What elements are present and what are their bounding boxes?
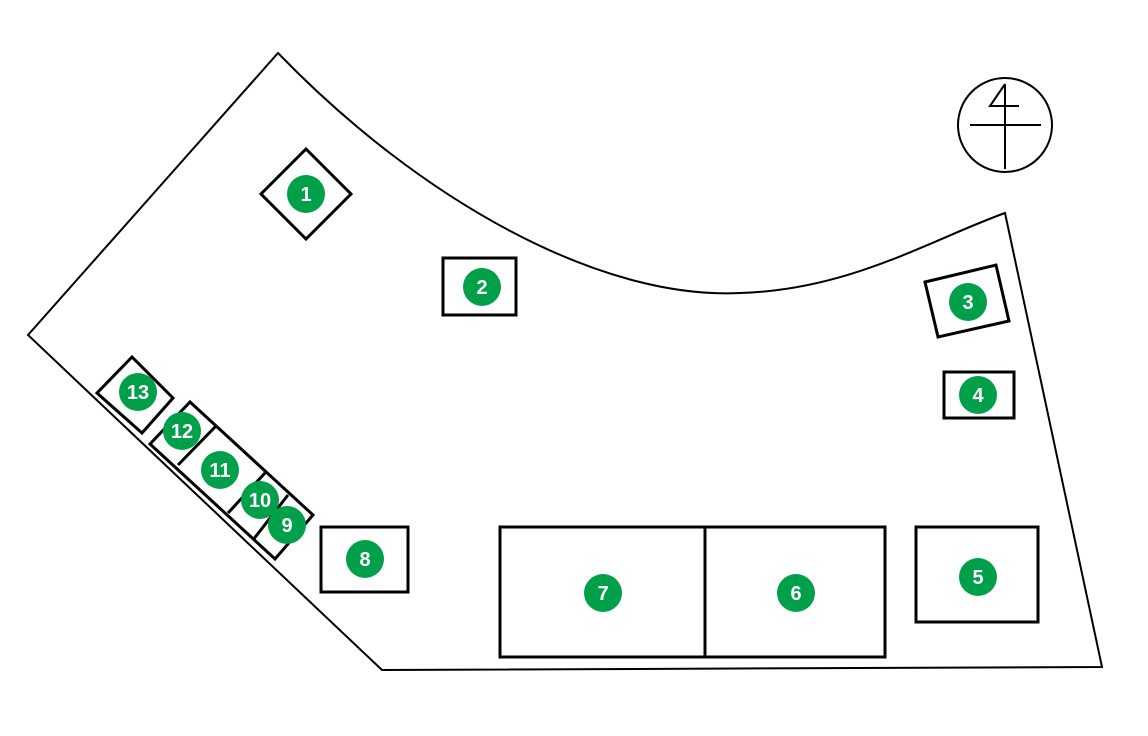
marker-label: 4: [972, 385, 984, 407]
plot-marker-8[interactable]: 8: [346, 540, 384, 578]
plot-box-13[interactable]: [94, 354, 176, 436]
marker-circle: [163, 412, 201, 450]
marker-circle: [959, 558, 997, 596]
marker-circle: [241, 481, 279, 519]
marker-circle: [268, 506, 306, 544]
marker-label: 2: [476, 277, 487, 299]
marker-label: 8: [359, 549, 370, 571]
plot-marker-5[interactable]: 5: [959, 558, 997, 596]
marker-label: 9: [281, 515, 292, 537]
plot-box-5[interactable]: [914, 525, 1040, 624]
plot-marker-10[interactable]: 10: [241, 481, 279, 519]
marker-label: 11: [209, 460, 230, 482]
marker-circle: [463, 268, 501, 306]
marker-circle: [959, 376, 997, 414]
marker-circle: [119, 373, 157, 411]
plot-marker-7[interactable]: 7: [584, 574, 622, 612]
marker-label: 3: [962, 292, 973, 314]
plot-marker-6[interactable]: 6: [777, 574, 815, 612]
marker-label: 6: [790, 583, 801, 605]
plot-marker-12[interactable]: 12: [163, 412, 201, 450]
marker-label: 1: [300, 184, 311, 206]
plot-box-2[interactable]: [441, 256, 518, 317]
plot-marker-3[interactable]: 3: [949, 283, 987, 321]
plot-marker-9[interactable]: 9: [268, 506, 306, 544]
plot-marker-1[interactable]: 1: [287, 175, 325, 213]
plot-marker-13[interactable]: 13: [119, 373, 157, 411]
plot-marker-4[interactable]: 4: [959, 376, 997, 414]
marker-circle: [287, 175, 325, 213]
plot-box-7[interactable]: [498, 525, 707, 659]
marker-label: 10: [249, 490, 271, 512]
plot-box-8[interactable]: [319, 525, 410, 594]
marker-label: 7: [597, 583, 608, 605]
marker-label: 13: [127, 382, 149, 404]
north-arrow-icon: [957, 77, 1053, 173]
marker-label: 12: [171, 421, 193, 443]
site-boundary: [26, 51, 1104, 672]
marker-label: 5: [972, 567, 983, 589]
plot-boxes: [94, 146, 1040, 659]
plot-box-3[interactable]: [923, 263, 1011, 339]
plot-marker-2[interactable]: 2: [463, 268, 501, 306]
marker-circle: [346, 540, 384, 578]
marker-circle: [777, 574, 815, 612]
plot-box-4[interactable]: [942, 370, 1016, 420]
plot-marker-11[interactable]: 11: [201, 451, 239, 489]
plot-box-1[interactable]: [258, 146, 354, 242]
marker-circle: [584, 574, 622, 612]
marker-circle: [201, 451, 239, 489]
marker-circle: [949, 283, 987, 321]
